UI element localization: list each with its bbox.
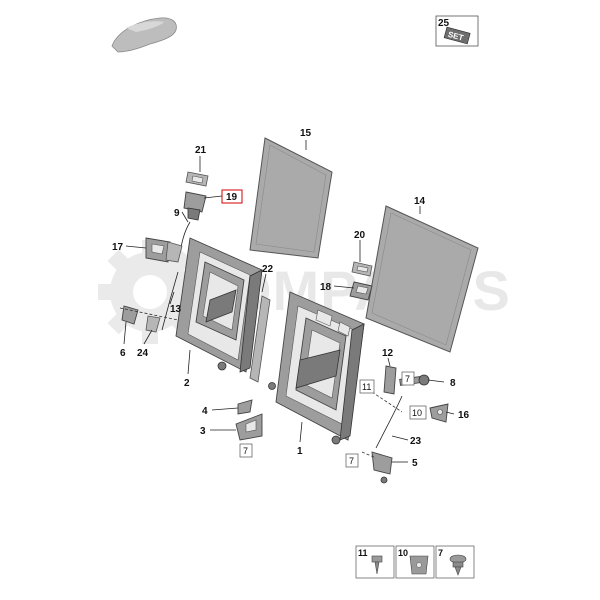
label-16: 16	[458, 410, 470, 421]
seat-frame-left-2	[175, 237, 263, 373]
svg-text:11: 11	[358, 548, 368, 558]
boxed-ref-10: 10	[409, 405, 427, 420]
cable-rod-13	[161, 271, 179, 331]
legend-item-11: 11	[355, 545, 395, 579]
boxed-ref-7-left: 7	[239, 443, 253, 458]
label-12: 12	[382, 348, 394, 359]
label-8: 8	[450, 378, 456, 389]
hardware-legend: 11 10 7	[355, 545, 475, 579]
set-badge-number: 25	[438, 18, 450, 29]
hinge-bracket-3	[235, 413, 263, 441]
bracket-16	[429, 403, 449, 423]
backrest-panel-15	[249, 137, 333, 259]
label-1: 1	[297, 446, 303, 457]
backrest-frame-center-1	[268, 291, 365, 445]
latch-6	[121, 305, 139, 325]
legend-item-7: 7	[435, 545, 475, 579]
clip-24	[145, 315, 161, 333]
boxed-ref-11: 11	[359, 379, 375, 394]
alignment-line	[371, 391, 403, 413]
svg-text:7: 7	[349, 456, 354, 466]
highlighted-label-19: 19	[221, 189, 243, 204]
guide-18	[349, 281, 373, 301]
set-badge: 25 SET	[435, 15, 479, 47]
cable-23	[375, 395, 403, 449]
label-21: 21	[195, 145, 207, 156]
car-silhouette-icon	[111, 17, 177, 53]
guide-20	[351, 261, 373, 277]
label-19: 19	[226, 192, 238, 203]
label-13: 13	[170, 304, 182, 315]
label-24: 24	[137, 348, 149, 359]
label-14: 14	[414, 196, 426, 207]
svg-text:7: 7	[243, 446, 248, 456]
clip-nut-icon	[409, 555, 429, 575]
clip-4	[237, 399, 253, 415]
label-22: 22	[262, 264, 274, 275]
svg-text:10: 10	[398, 548, 408, 558]
set-box-icon: SET	[443, 26, 471, 45]
label-9: 9	[174, 208, 180, 219]
set-badge-text: SET	[447, 30, 464, 43]
label-4: 4	[202, 406, 208, 417]
label-2: 2	[184, 378, 190, 389]
boxed-ref-7-right: 7	[401, 371, 415, 386]
svg-text:7: 7	[405, 374, 410, 384]
backrest-panel-14	[365, 205, 479, 353]
alignment-line	[361, 451, 377, 459]
label-6: 6	[120, 348, 126, 359]
svg-text:11: 11	[362, 382, 371, 392]
leader-lines	[123, 140, 455, 463]
label-3: 3	[200, 426, 206, 437]
flange-bolt-icon	[449, 554, 467, 576]
boxed-ref-7-center: 7	[345, 453, 359, 468]
label-18: 18	[320, 282, 332, 293]
svg-text:10: 10	[412, 408, 422, 418]
bolt-icon	[371, 555, 383, 575]
svg-text:7: 7	[438, 548, 443, 558]
legend-item-10: 10	[395, 545, 435, 579]
latch-mechanism-17	[145, 237, 183, 263]
label-5: 5	[412, 458, 418, 469]
label-15: 15	[300, 128, 312, 139]
hinge-strip-22	[249, 295, 271, 383]
part-labels: 15 14 21 9 17 22 20 18 13 6 24 2 12 8 16…	[112, 128, 470, 469]
hinge-5	[371, 451, 393, 484]
release-lever-12	[383, 365, 397, 395]
label-23: 23	[410, 436, 422, 447]
latch-19	[183, 191, 207, 221]
bracket-21	[185, 171, 209, 187]
label-20: 20	[354, 230, 366, 241]
label-17: 17	[112, 242, 124, 253]
